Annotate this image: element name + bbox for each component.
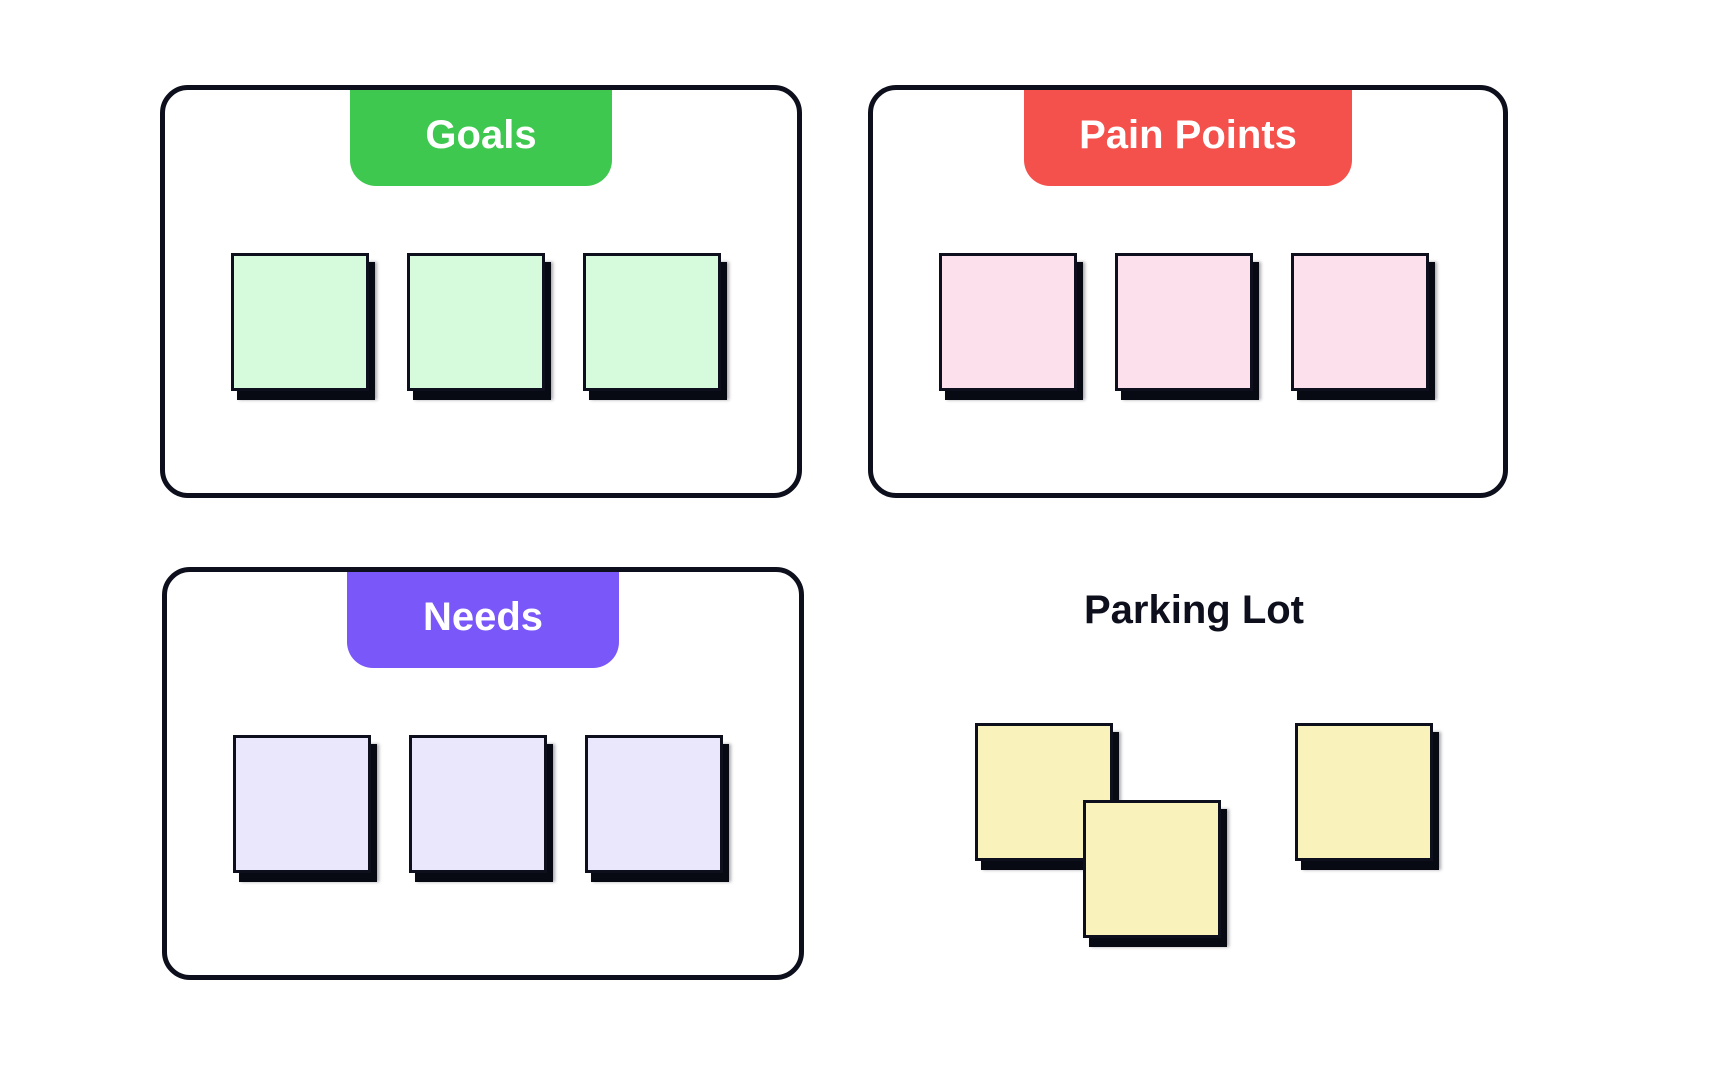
sticky-note[interactable] bbox=[407, 253, 545, 391]
goals-notes-row bbox=[231, 253, 721, 391]
sticky-note[interactable] bbox=[231, 253, 369, 391]
sticky-note[interactable] bbox=[1115, 253, 1253, 391]
pain-points-notes-row bbox=[939, 253, 1429, 391]
sticky-note[interactable] bbox=[233, 735, 371, 873]
sticky-note[interactable] bbox=[1291, 253, 1429, 391]
needs-frame[interactable]: Needs bbox=[162, 567, 804, 980]
sticky-note[interactable] bbox=[1295, 723, 1433, 861]
goals-frame[interactable]: Goals bbox=[160, 85, 802, 498]
sticky-note[interactable] bbox=[585, 735, 723, 873]
goals-frame-tab[interactable]: Goals bbox=[350, 85, 612, 186]
needs-notes-row bbox=[233, 735, 723, 873]
sticky-note[interactable] bbox=[1083, 800, 1221, 938]
pain-points-frame-tab[interactable]: Pain Points bbox=[1024, 85, 1352, 186]
sticky-note[interactable] bbox=[583, 253, 721, 391]
pain-points-frame[interactable]: Pain Points bbox=[868, 85, 1508, 498]
parking-lot-title[interactable]: Parking Lot bbox=[1083, 588, 1305, 632]
sticky-note[interactable] bbox=[939, 253, 1077, 391]
sticky-note[interactable] bbox=[409, 735, 547, 873]
needs-frame-tab[interactable]: Needs bbox=[347, 567, 619, 668]
